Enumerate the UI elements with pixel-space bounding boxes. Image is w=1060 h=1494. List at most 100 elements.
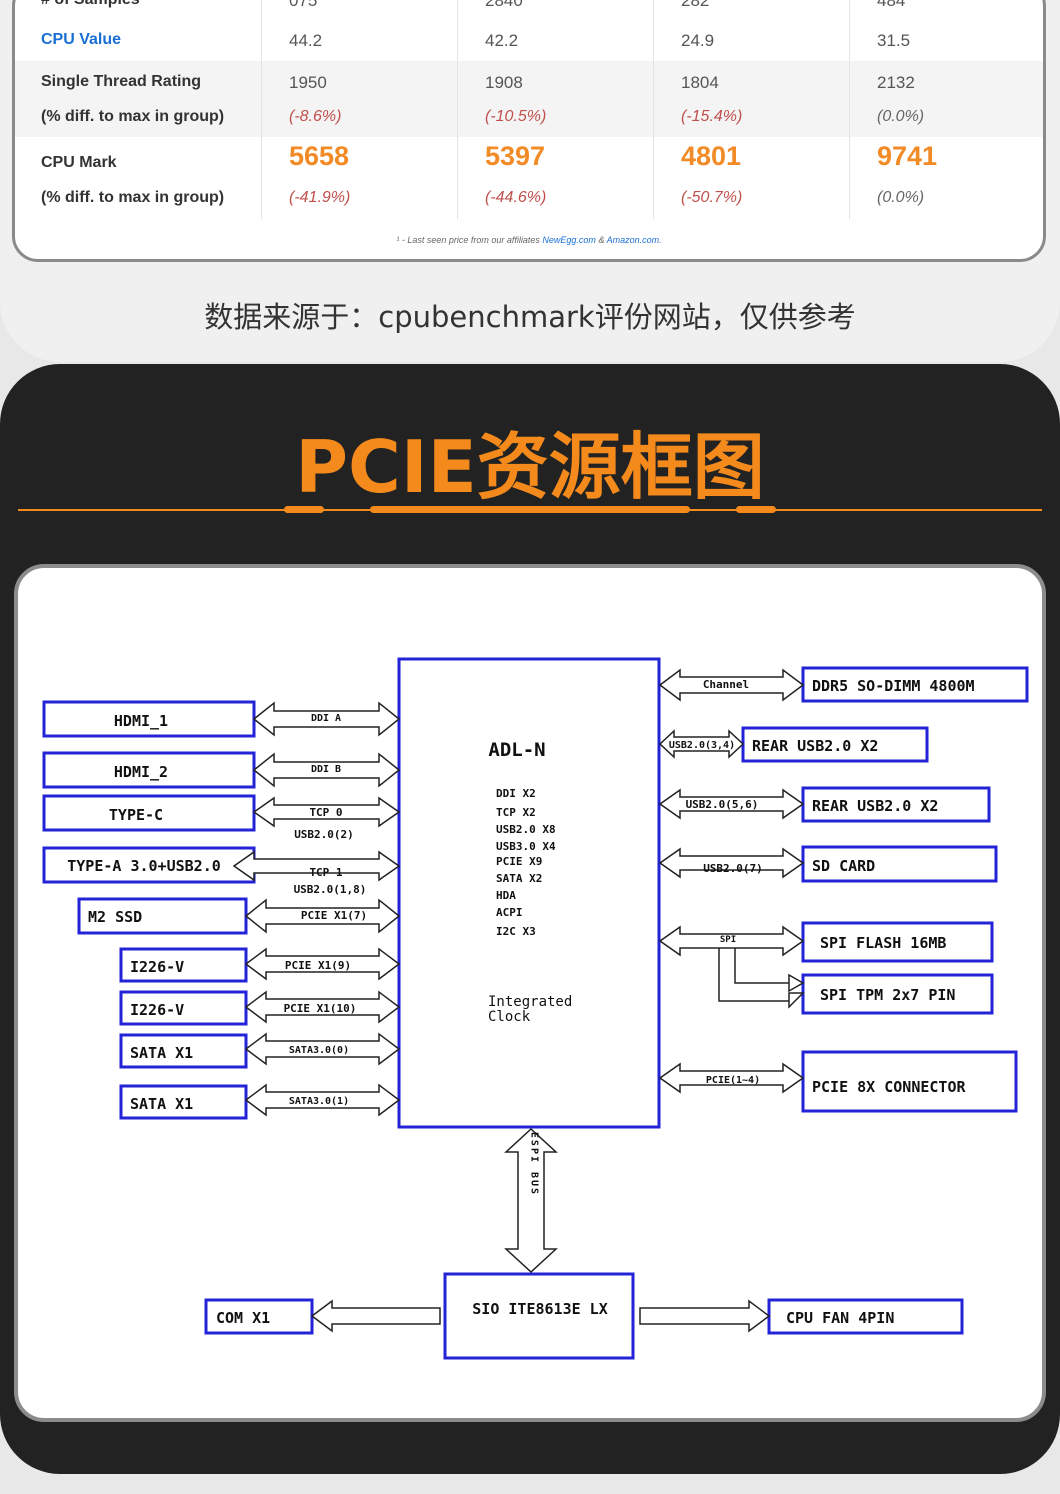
pcie-x1-9-label: PCIE X1(9) bbox=[285, 959, 351, 972]
cpu-mark-diff: (-44.6%) bbox=[485, 189, 547, 206]
chip-item: TCP X2 bbox=[496, 806, 536, 819]
samples-value: 075 bbox=[289, 0, 318, 10]
cpu-mark-value: 4801 bbox=[681, 141, 742, 171]
spi-tpm-arrowhead bbox=[788, 992, 805, 1009]
footnote-amp: & bbox=[595, 235, 607, 245]
i226-v-box bbox=[119, 990, 248, 1026]
underline-accent bbox=[736, 506, 776, 513]
ddi-b-arrow bbox=[252, 752, 401, 788]
hdmi-1-label: HDMI_1 bbox=[114, 712, 168, 730]
ddr5-label: DDR5 SO-DIMM 4800M bbox=[812, 677, 975, 695]
i226-v-label: I226-V bbox=[130, 958, 184, 976]
chip-item: USB3.0 X4 bbox=[496, 840, 556, 853]
clock-label: Clock bbox=[488, 1009, 531, 1025]
spi-arrow bbox=[658, 925, 805, 957]
usb2-18-label: USB2.0(1,8) bbox=[294, 883, 367, 896]
footnote-end: . bbox=[659, 235, 662, 245]
block-diagram-card: ADL-N DDI X2 TCP X2 USB2.0 X8 USB3.0 X4 … bbox=[14, 564, 1046, 1422]
pcie-connector-label: PCIE 8X CONNECTOR bbox=[812, 1078, 966, 1096]
column-divider bbox=[849, 0, 850, 219]
section-title: PCIE资源框图 bbox=[295, 425, 765, 509]
cpu-mark-diff: (0.0%) bbox=[877, 189, 925, 206]
table-row: CPU Mark (% diff. to max in group) 5658 … bbox=[15, 137, 1043, 219]
underline-accent bbox=[284, 506, 324, 513]
rear-usb-box bbox=[741, 726, 929, 763]
spi-branch-line bbox=[734, 948, 789, 984]
pcie-x1-7-arrow bbox=[244, 898, 401, 934]
single-thread-diff: (-10.5%) bbox=[485, 108, 547, 125]
single-thread-label: Single Thread Rating bbox=[41, 73, 202, 90]
footnote-text: - Last seen price from our affiliates bbox=[399, 235, 543, 245]
newegg-link[interactable]: NewEgg.com bbox=[542, 235, 596, 245]
single-thread-sublabel: (% diff. to max in group) bbox=[41, 108, 225, 125]
pcie-x1-10-label: PCIE X1(10) bbox=[284, 1002, 357, 1015]
table-row: # of Samples 075 2840 282 484 bbox=[15, 0, 1043, 19]
usb2-34-label: USB2.0(3,4) bbox=[669, 740, 735, 751]
adl-n-box bbox=[397, 657, 661, 1129]
cpu-mark-label: CPU Mark bbox=[41, 154, 117, 171]
cpu-value-cell: 24.9 bbox=[681, 31, 715, 50]
cpu-mark-sublabel: (% diff. to max in group) bbox=[41, 189, 225, 206]
single-thread-value: 2132 bbox=[877, 73, 915, 92]
chip-item: SATA X2 bbox=[496, 872, 542, 885]
i226-v-box bbox=[119, 947, 248, 983]
footnote-marker: ¹ bbox=[396, 235, 400, 245]
pcie-x1-10-arrow bbox=[244, 990, 401, 1024]
column-divider bbox=[457, 0, 458, 219]
cpu-mark-value: 5397 bbox=[485, 141, 546, 171]
sata3-0-arrow bbox=[244, 1032, 401, 1066]
footnote: ¹ - Last seen price from our affiliates … bbox=[15, 235, 1043, 245]
spi-flash-box bbox=[801, 921, 994, 963]
benchmark-table: # of Samples 075 2840 282 484 CPU Value … bbox=[12, 0, 1046, 262]
channel-label: Channel bbox=[703, 678, 749, 691]
type-c-label: TYPE-C bbox=[109, 806, 163, 824]
cpu-value-cell: 31.5 bbox=[877, 31, 911, 50]
hdmi-1-box bbox=[42, 700, 256, 738]
table-row: CPU Value 44.2 42.2 24.9 31.5 bbox=[15, 19, 1043, 61]
ddi-a-arrow bbox=[252, 701, 401, 737]
single-thread-diff: (0.0%) bbox=[877, 108, 925, 125]
sata-box bbox=[119, 1084, 248, 1120]
spi-label: SPI bbox=[720, 935, 736, 945]
com-arrow bbox=[310, 1299, 441, 1333]
cpu-mark-value: 9741 bbox=[877, 141, 938, 171]
block-diagram: ADL-N DDI X2 TCP X2 USB2.0 X8 USB3.0 X4 … bbox=[42, 657, 1029, 1360]
espi-bus-arrow bbox=[504, 1127, 558, 1274]
samples-value: 282 bbox=[681, 0, 710, 10]
cpu-mark-diff: (-41.9%) bbox=[289, 189, 351, 206]
usb2-7-arrow bbox=[658, 847, 805, 879]
amazon-link[interactable]: Amazon.com bbox=[606, 235, 660, 245]
pcie-1-4-arrow bbox=[658, 1062, 805, 1094]
type-c-box bbox=[42, 794, 256, 832]
cpu-mark-value: 5658 bbox=[289, 141, 350, 171]
single-thread-value: 1804 bbox=[681, 73, 719, 92]
sd-card-label: SD CARD bbox=[812, 857, 875, 875]
type-a-label: TYPE-A 3.0+USB2.0 bbox=[67, 857, 221, 875]
tcp1-label: TCP 1 bbox=[309, 866, 342, 879]
i226-v-label: I226-V bbox=[130, 1001, 184, 1019]
chip-item: ACPI bbox=[496, 906, 523, 919]
clock-label: Integrated bbox=[488, 994, 572, 1010]
sd-card-box bbox=[801, 845, 998, 883]
rear-usb-label: REAR USB2.0 X2 bbox=[812, 797, 938, 815]
com-label: COM X1 bbox=[216, 1309, 270, 1327]
column-divider bbox=[653, 0, 654, 219]
tcp1-arrow bbox=[232, 850, 401, 882]
source-note: 数据来源于：cpubenchmark评份网站，仅供参考 bbox=[204, 300, 856, 334]
spi-flash-label: SPI FLASH 16MB bbox=[820, 934, 946, 952]
pcie-x1-9-arrow bbox=[244, 947, 401, 981]
spi-tpm-label: SPI TPM 2x7 PIN bbox=[820, 986, 955, 1004]
underline-accent bbox=[370, 506, 690, 513]
sata-label: SATA X1 bbox=[130, 1044, 193, 1062]
channel-arrow bbox=[658, 668, 805, 702]
chip-item: PCIE X9 bbox=[496, 855, 542, 868]
benchmark-panel: # of Samples 075 2840 282 484 CPU Value … bbox=[0, 0, 1060, 362]
sata3-1-label: SATA3.0(1) bbox=[289, 1096, 349, 1107]
chip-item: USB2.0 X8 bbox=[496, 823, 556, 836]
ddi-a-label: DDI A bbox=[311, 713, 341, 724]
table-row: Single Thread Rating (% diff. to max in … bbox=[15, 61, 1043, 137]
usb2-7-label: USB2.0(7) bbox=[703, 862, 763, 875]
sata3-1-arrow bbox=[244, 1083, 401, 1117]
samples-label: # of Samples bbox=[41, 0, 140, 9]
chip-item: HDA bbox=[496, 889, 516, 902]
